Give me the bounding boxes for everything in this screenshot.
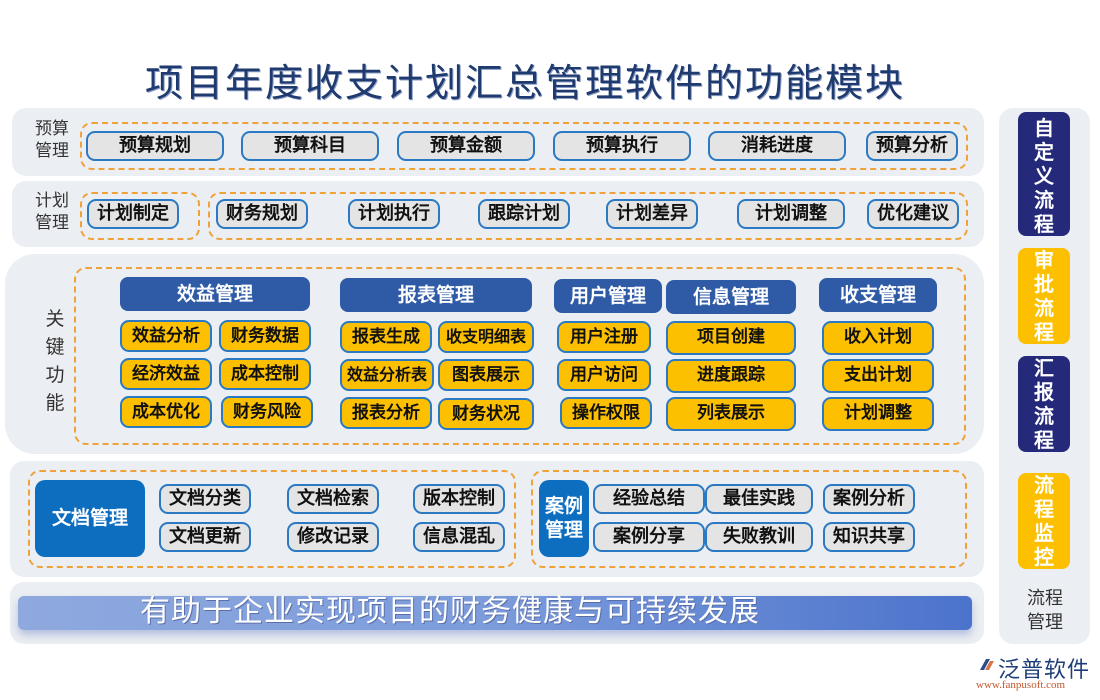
cases-item[interactable]: 案例分享: [593, 522, 705, 552]
info-item[interactable]: 项目创建: [666, 321, 796, 355]
income-expense-item[interactable]: 计划调整: [822, 397, 934, 431]
key-dashed-group: [74, 267, 966, 445]
logo-mark-icon: [980, 659, 994, 670]
flow-approval[interactable]: 审批流程: [1018, 248, 1070, 344]
group-head-report: 报表管理: [340, 278, 532, 312]
cases-item[interactable]: 经验总结: [593, 484, 705, 514]
benefit-item[interactable]: 效益分析: [120, 320, 212, 352]
group-head-user: 用户管理: [554, 279, 662, 313]
benefit-item[interactable]: 成本控制: [219, 358, 311, 390]
budget-dashed-group: [80, 122, 968, 170]
income-expense-item[interactable]: 收入计划: [822, 321, 934, 355]
summary-banner: 有助于企业实现项目的财务健康与可持续发展: [18, 596, 972, 630]
user-item[interactable]: 用户注册: [557, 321, 651, 353]
cases-item[interactable]: 知识共享: [823, 522, 915, 552]
docs-item[interactable]: 文档分类: [159, 484, 251, 514]
benefit-item[interactable]: 成本优化: [120, 396, 212, 428]
docs-item[interactable]: 版本控制: [413, 484, 505, 514]
brand-logo: 泛普软件 www.fanpusoft.com: [976, 652, 1096, 696]
group-head-benefit: 效益管理: [120, 277, 310, 311]
flow-monitor[interactable]: 流程监控: [1018, 473, 1070, 569]
info-item[interactable]: 列表展示: [666, 397, 796, 431]
report-item[interactable]: 财务状况: [438, 398, 534, 430]
budget-label: 预算管理: [35, 119, 69, 161]
plan-item[interactable]: 计划差异: [606, 199, 698, 229]
flow-custom[interactable]: 自定义流程: [1018, 112, 1070, 236]
cases-item[interactable]: 案例分析: [823, 484, 915, 514]
benefit-item[interactable]: 经济效益: [120, 358, 212, 390]
report-item[interactable]: 报表分析: [340, 397, 432, 429]
plan-item[interactable]: 计划调整: [737, 199, 845, 229]
benefit-item[interactable]: 财务数据: [219, 320, 311, 352]
report-item[interactable]: 报表生成: [340, 321, 432, 353]
report-item[interactable]: 效益分析表: [340, 359, 434, 391]
plan-item[interactable]: 计划执行: [348, 199, 440, 229]
plan-item[interactable]: 财务规划: [216, 199, 308, 229]
plan-label: 计划管理: [35, 191, 69, 233]
plan-item-first[interactable]: 计划制定: [87, 199, 179, 229]
docs-cases-band: [10, 461, 984, 577]
budget-item[interactable]: 消耗进度: [708, 131, 846, 161]
key-functions-label: 关键功能: [45, 308, 65, 414]
budget-item[interactable]: 预算金额: [397, 131, 535, 161]
user-item[interactable]: 用户访问: [557, 359, 651, 391]
docs-dashed-group: [28, 470, 516, 568]
logo-brand-text: 泛普软件: [998, 658, 1091, 683]
page-title: 项目年度收支计划汇总管理软件的功能模块: [144, 61, 905, 105]
flow-management-label: 流程管理: [1027, 588, 1063, 633]
cases-dashed-group: [531, 470, 967, 568]
plan-item[interactable]: 优化建议: [867, 199, 959, 229]
budget-item[interactable]: 预算分析: [866, 131, 958, 161]
flow-report[interactable]: 汇报流程: [1018, 356, 1070, 452]
docs-item[interactable]: 文档更新: [159, 522, 251, 552]
report-item[interactable]: 收支明细表: [438, 321, 534, 353]
cases-item[interactable]: 最佳实践: [705, 484, 813, 514]
report-item[interactable]: 图表展示: [438, 359, 534, 391]
group-head-income-expense: 收支管理: [819, 278, 937, 312]
docs-item[interactable]: 信息混乱: [413, 522, 505, 552]
docs-item[interactable]: 修改记录: [287, 522, 379, 552]
cases-head: 案例管理: [539, 480, 589, 557]
budget-item[interactable]: 预算科目: [241, 131, 379, 161]
plan-item[interactable]: 跟踪计划: [478, 199, 570, 229]
docs-head: 文档管理: [35, 480, 145, 557]
budget-item[interactable]: 预算执行: [553, 131, 691, 161]
docs-item[interactable]: 文档检索: [287, 484, 379, 514]
plan-dashed-group: [208, 192, 968, 240]
logo-url-text: www.fanpusoft.com: [976, 679, 1066, 691]
income-expense-item[interactable]: 支出计划: [822, 359, 934, 393]
budget-item[interactable]: 预算规划: [86, 131, 224, 161]
user-item[interactable]: 操作权限: [560, 397, 652, 429]
info-item[interactable]: 进度跟踪: [666, 359, 796, 393]
plan-dashed-group-first: [80, 192, 200, 240]
benefit-item[interactable]: 财务风险: [221, 396, 313, 428]
group-head-info: 信息管理: [666, 280, 796, 314]
cases-item[interactable]: 失败教训: [705, 522, 813, 552]
